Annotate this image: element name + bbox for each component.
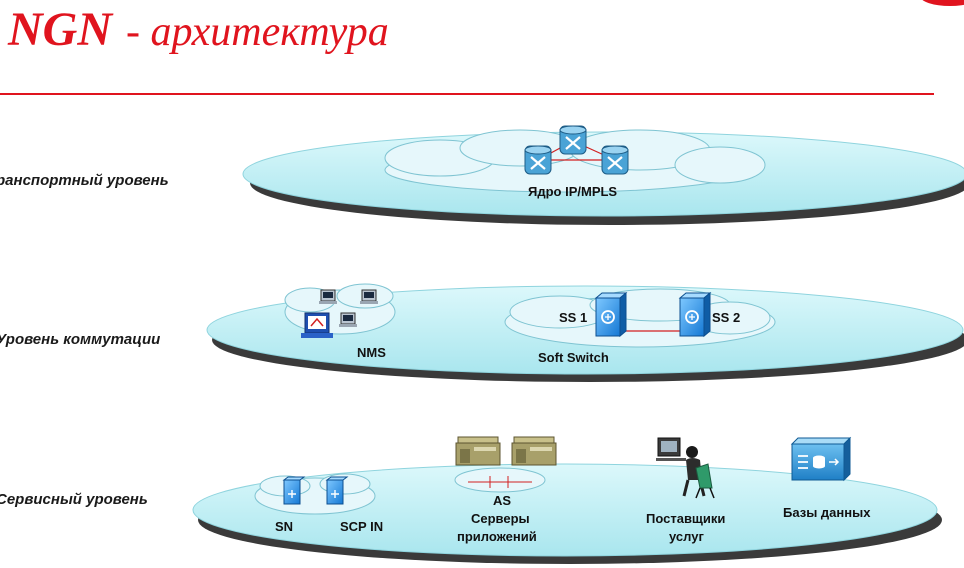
app-server-icon [455, 436, 501, 466]
softswitch-label: Soft Switch [538, 350, 609, 365]
service-layer: SN SCP IN AS Серверы приложений [192, 436, 942, 564]
sn-scp-cloud [254, 473, 376, 515]
ss1-label: SS 1 [559, 310, 587, 325]
corner-accent [920, 0, 964, 6]
as-links [468, 476, 532, 488]
service-disc [192, 463, 938, 557]
title-sub: - архитектура [126, 9, 389, 55]
providers-label-2: услуг [669, 529, 704, 544]
nms-workstation-icon [319, 289, 337, 304]
ss2-label: SS 2 [712, 310, 740, 325]
service-provider-icon [656, 437, 715, 499]
title-underline [0, 93, 934, 95]
layer-label-service: Сервисный уровень [0, 491, 148, 508]
switching-layer: NMS SS 1 SS 2 Soft Switch [206, 283, 964, 382]
app-servers-label-1: Серверы [471, 511, 530, 526]
app-servers-label-2: приложений [457, 529, 537, 544]
router-icon [601, 145, 629, 175]
as-label: AS [493, 493, 511, 508]
softswitch-server-icon [678, 291, 712, 338]
core-cloud [384, 129, 766, 193]
router-icon [559, 125, 587, 155]
scp-server-icon [325, 476, 349, 505]
providers-label-1: Поставщики [646, 511, 725, 526]
core-label: Ядро IP/MPLS [528, 184, 617, 199]
app-server-icon [511, 436, 557, 466]
title-main: NGN [8, 3, 112, 56]
page-title: NGN - архитектура [8, 2, 389, 57]
layer-label-switching: Уровень коммутации [0, 331, 161, 348]
nms-workstation-icon [360, 289, 378, 304]
softswitch-server-icon [594, 291, 628, 338]
database-icon [790, 436, 852, 482]
layer-label-transport: ранспортный уровень [0, 172, 169, 189]
nms-label: NMS [357, 345, 386, 360]
router-icon [524, 145, 552, 175]
as-cloud [454, 467, 546, 493]
nms-workstation-icon [339, 312, 357, 327]
scp-label: SCP IN [340, 519, 383, 534]
nms-monitor-icon [301, 312, 333, 338]
databases-label: Базы данных [783, 505, 871, 520]
transport-layer: Ядро IP/MPLS [242, 125, 964, 225]
sn-server-icon [282, 476, 306, 505]
sn-label: SN [275, 519, 293, 534]
